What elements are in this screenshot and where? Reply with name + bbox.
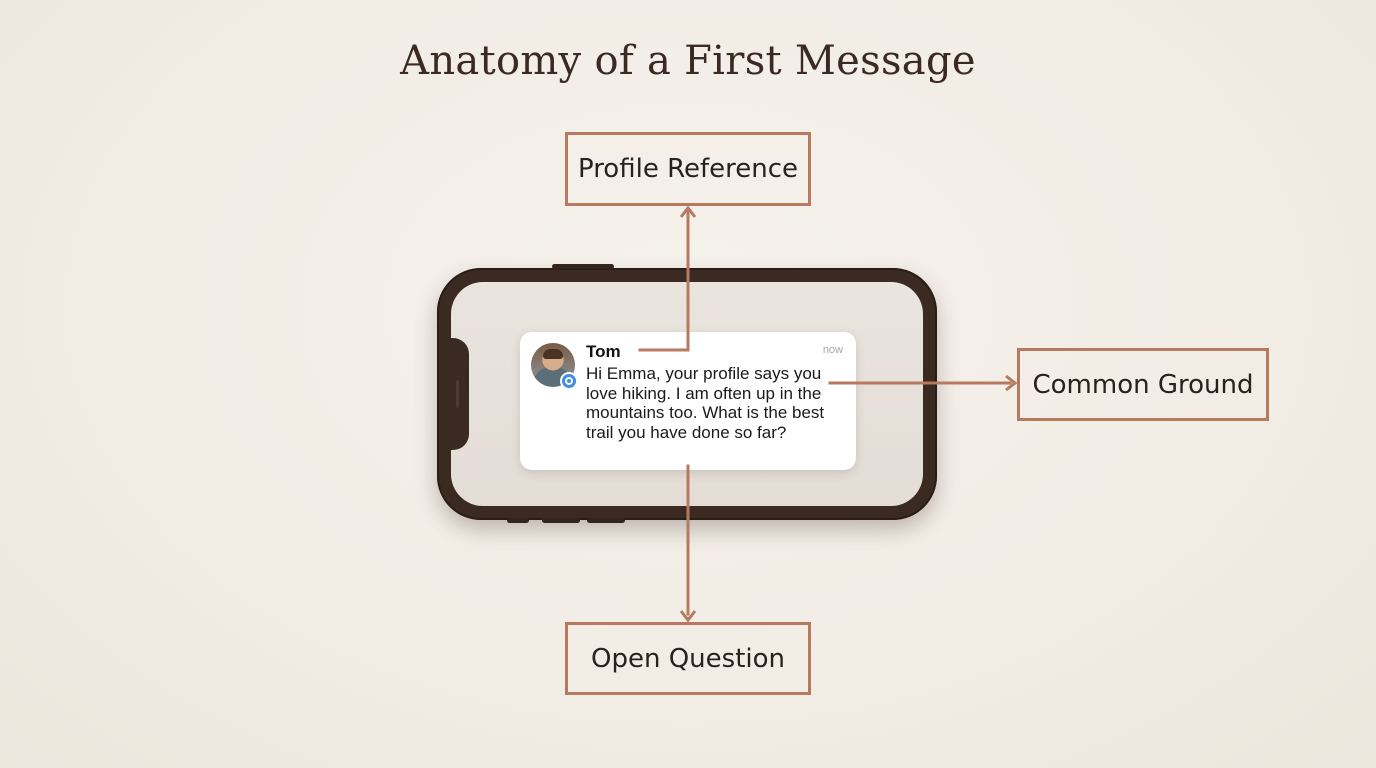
diagram-title: Anatomy of a First Message	[400, 38, 976, 84]
sender-avatar	[531, 343, 578, 390]
profile-reference-label: Profile Reference	[565, 132, 811, 206]
phone-side-button	[542, 518, 580, 523]
open-question-text: Open Question	[591, 643, 785, 674]
open-question-label: Open Question	[565, 622, 811, 695]
message-notification[interactable]: Tom now Hi Emma, your profile says you l…	[520, 332, 856, 470]
arrowhead-up	[679, 205, 697, 218]
phone-side-button	[507, 518, 529, 523]
notification-time: now	[822, 344, 843, 356]
phone-side-button	[587, 518, 625, 523]
phone-side-button	[552, 264, 614, 269]
sender-name: Tom	[586, 342, 621, 361]
messenger-badge-icon	[560, 372, 578, 390]
message-text: Hi Emma, your profile says you love hiki…	[586, 364, 825, 442]
arrowhead-right	[1005, 374, 1018, 392]
phone-speaker	[456, 380, 459, 408]
common-ground-text: Common Ground	[1032, 369, 1254, 400]
avatar-hair	[543, 349, 563, 359]
common-ground-label: Common Ground	[1017, 348, 1269, 421]
arrowhead-down	[679, 610, 697, 623]
profile-reference-text: Profile Reference	[577, 154, 799, 184]
phone-notch	[451, 338, 469, 450]
